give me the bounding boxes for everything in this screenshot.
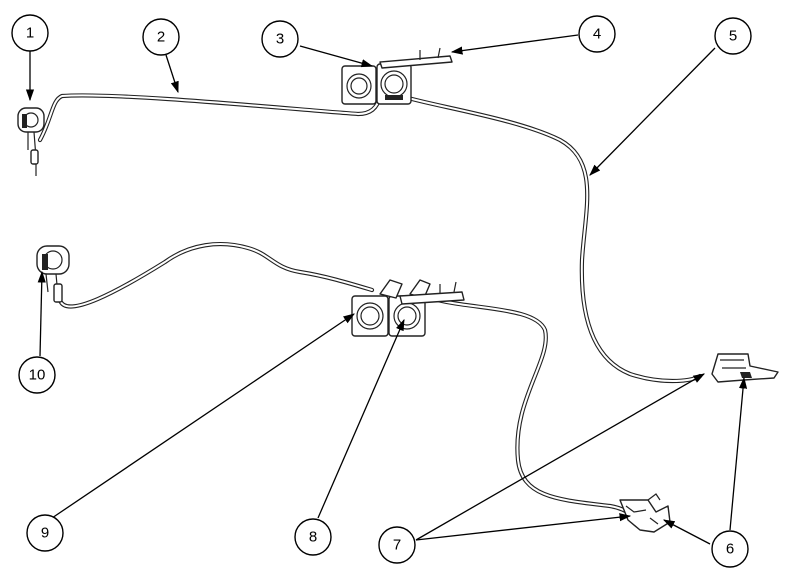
callout-8-label: 8 [309,529,317,546]
upper-hose-2 [37,93,383,143]
callout-8: 8 [294,518,332,556]
callout-4-label: 4 [593,26,601,43]
callout-3-label: 3 [276,31,284,48]
callout-10-label: 10 [29,367,46,384]
callout-10: 10 [18,356,56,394]
lower-hose-right [427,295,635,518]
callout-7: 7 [378,526,416,564]
callout-3: 3 [261,20,299,58]
callout-9: 9 [26,514,64,552]
leader-lines [25,34,748,545]
long-hose-5 [405,95,703,384]
callout-4: 4 [578,15,616,53]
bracket-6 [711,353,779,383]
nozzle-10 [36,245,70,303]
callout-1: 1 [11,14,49,52]
callout-6: 6 [711,530,749,568]
callout-5: 5 [714,17,752,55]
callout-6-label: 6 [726,541,734,558]
callout-5-label: 5 [729,28,737,45]
callout-7-label: 7 [393,537,401,554]
callout-9-label: 9 [41,525,49,542]
check-valve-assembly-upper [341,47,453,105]
callout-2-label: 2 [157,29,165,46]
callout-2: 2 [142,18,180,56]
lower-hose-left [57,241,375,309]
nozzle-1 [17,107,45,176]
check-valve-assembly-lower [351,279,465,337]
callout-1-label: 1 [26,25,34,42]
tee-connector-6 [619,493,671,533]
